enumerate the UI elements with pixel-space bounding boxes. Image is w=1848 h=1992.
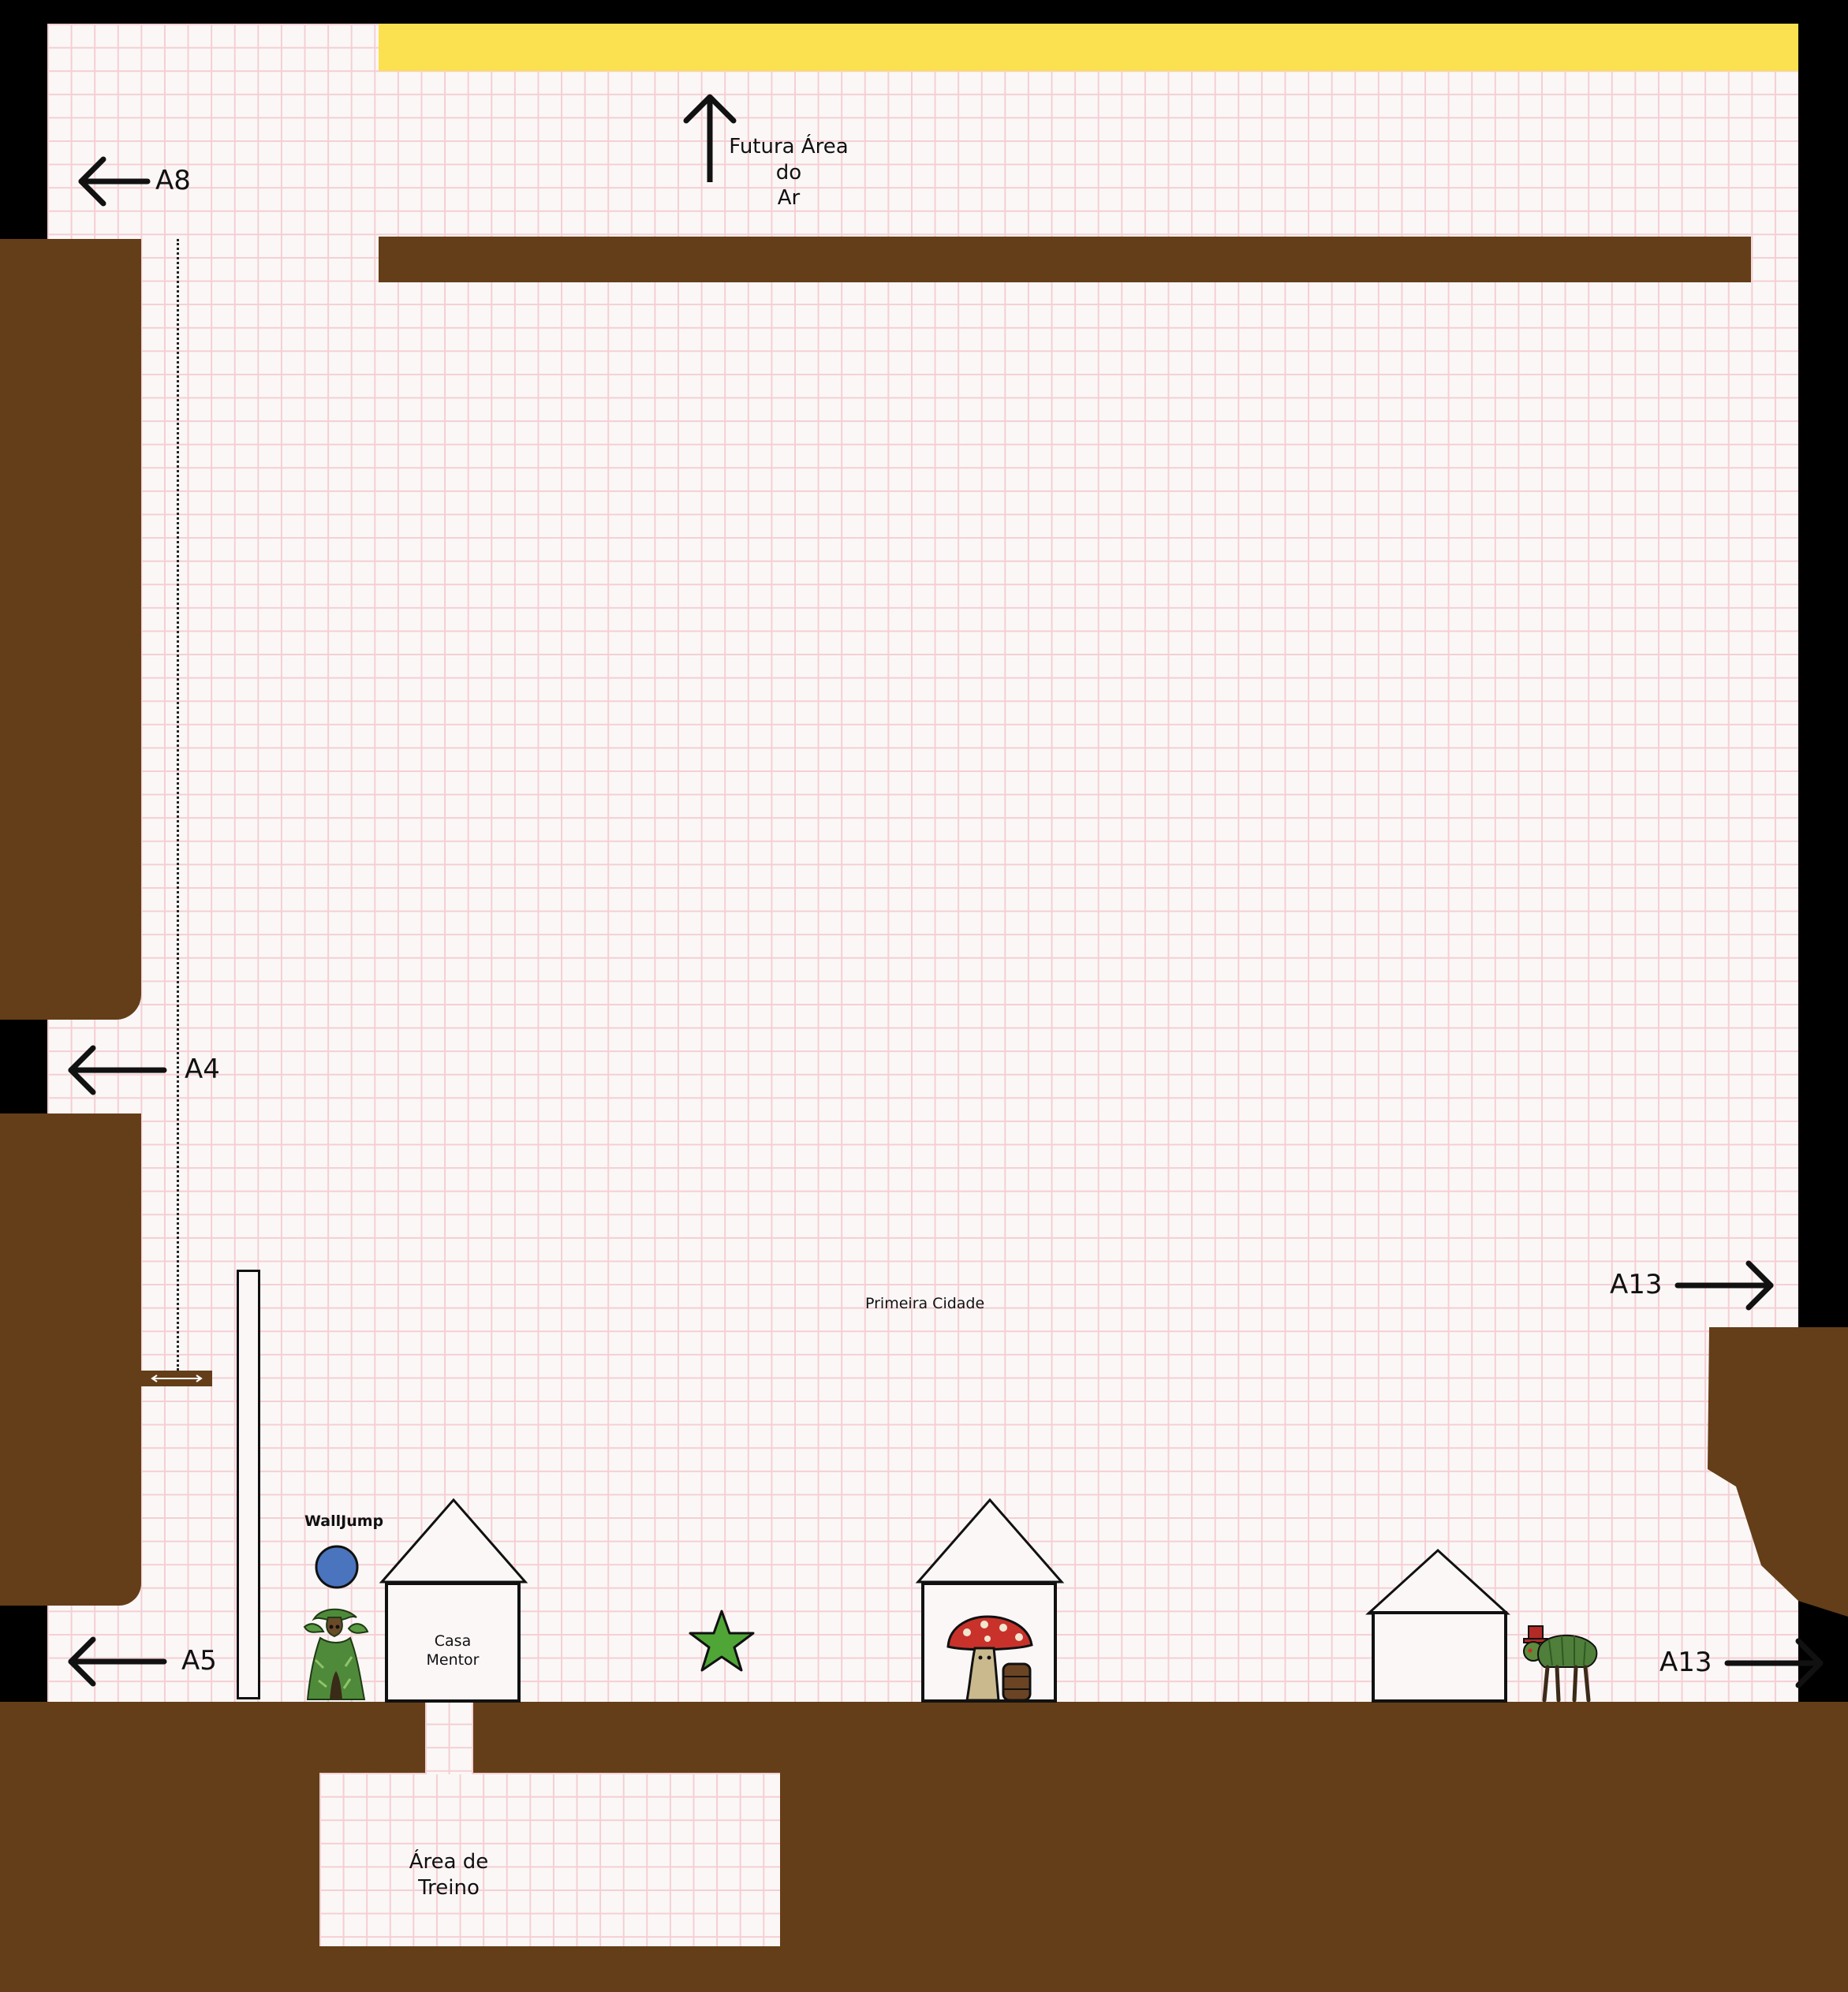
exit-a4-label: A4: [185, 1054, 220, 1085]
training-area-shaft: [425, 1700, 473, 1774]
right-wall: [1708, 1327, 1848, 1617]
exit-a5-label: A5: [181, 1645, 217, 1677]
exit-a13-upper[interactable]: A13: [1605, 1258, 1779, 1313]
mushroom-merchant-npc-icon[interactable]: [943, 1615, 1035, 1702]
exit-a13-lower-label: A13: [1659, 1647, 1712, 1678]
beetle-top-hat-npc-icon[interactable]: [1513, 1623, 1601, 1703]
training-area-label-line1: Área de: [409, 1850, 489, 1874]
arrow-left-icon: [68, 1636, 167, 1687]
left-middle-wall: [0, 1114, 141, 1606]
right-house[interactable]: [1372, 1611, 1507, 1703]
mentor-house-label: Casa Mentor: [388, 1632, 517, 1670]
tree-creature-npc-icon[interactable]: [303, 1605, 369, 1701]
walljump-orb-icon[interactable]: [314, 1544, 360, 1590]
tall-pillar: [237, 1270, 260, 1699]
area-name-label: Primeira Cidade: [865, 1295, 985, 1312]
exit-a5[interactable]: A5: [65, 1634, 222, 1689]
sky-zone-band: [379, 24, 1798, 71]
training-area-label: Área de Treino: [370, 1849, 528, 1901]
left-upper-wall: [0, 239, 141, 1020]
mentor-house-label-line1: Casa: [434, 1632, 472, 1650]
future-air-area-line3: Ar: [777, 186, 801, 210]
mentor-house-label-line2: Mentor: [426, 1651, 480, 1669]
map-grid-area: [47, 24, 1798, 1703]
exit-a13-lower[interactable]: A13: [1655, 1636, 1828, 1691]
future-air-area-line2: do: [775, 160, 802, 185]
right-house-roof: [1365, 1548, 1510, 1615]
exit-a4[interactable]: A4: [65, 1043, 222, 1098]
mentor-house[interactable]: Casa Mentor: [385, 1582, 521, 1703]
star-icon[interactable]: [688, 1609, 756, 1673]
arrow-left-icon: [68, 1045, 167, 1095]
training-area-label-line2: Treino: [418, 1875, 480, 1900]
merchant-house-roof: [915, 1498, 1065, 1584]
ceiling-platform: [379, 237, 1751, 282]
walljump-label: WallJump: [304, 1513, 384, 1530]
ledge-move-arrow-icon: [151, 1375, 203, 1382]
arrow-left-icon: [78, 156, 151, 207]
arrow-right-icon: [1724, 1638, 1824, 1688]
training-area-room: [319, 1773, 780, 1946]
future-air-area-line1: Futura Área: [729, 135, 849, 159]
future-air-area-label: Futura Área do Ar: [710, 134, 868, 211]
exit-a8-label: A8: [155, 165, 191, 196]
arrow-right-icon: [1674, 1260, 1774, 1311]
mentor-house-roof: [379, 1498, 528, 1584]
ground-floor: [0, 1702, 1848, 1992]
arrow-up-icon: [683, 94, 737, 182]
exit-a8[interactable]: A8: [75, 154, 201, 209]
exit-a13-upper-label: A13: [1610, 1269, 1663, 1300]
dotted-guide-line: [177, 239, 179, 1371]
